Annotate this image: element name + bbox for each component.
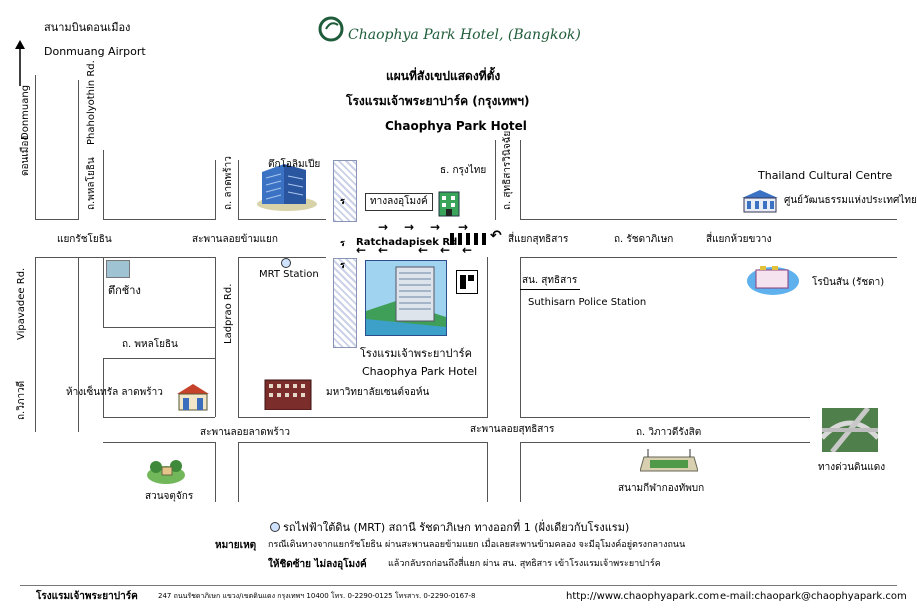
remark2-bold: ให้ชิดซ้าย ไม่ลงอุโมงค์ (268, 559, 367, 570)
footer-web[interactable]: http://www.chaophyapark.com (566, 591, 720, 602)
overpass-north (333, 160, 357, 222)
footer-hotel: โรงแรมเจ้าพระยาปาร์ค (36, 591, 138, 602)
label-donmuang-en: Donmuang (20, 84, 31, 140)
mrt-note: รถไฟฟ้าใต้ดิน (MRT) สถานี รัชดาภิเษก ทาง… (283, 521, 630, 534)
remark-label: หมายเหตุ (215, 540, 257, 551)
arrow-left-icon: ← (462, 243, 473, 257)
central-mall-icon (175, 382, 211, 412)
ratchada-marker-north: ร (340, 197, 345, 207)
arrow-up-icon (14, 40, 26, 86)
remark2-text: แล้วกลับรถก่อนถึงสี่แยก ผ่าน สน. สุทธิสา… (388, 559, 661, 569)
label-ratchadapisek-th: ถ. รัชดาภิเษก (614, 234, 674, 245)
arrow-right-icon: → (458, 220, 469, 234)
label-viphavadee-rangsit: ถ. วิภาวดีรังสิต (636, 427, 702, 438)
hotel-building-icon (365, 260, 447, 336)
underpass-sign (365, 193, 433, 211)
arrow-right-icon: → (404, 220, 415, 234)
olympia-building-icon (256, 160, 318, 212)
label-phaholyothin-th-lower: ถ. พหลโยธิน (122, 339, 178, 350)
label-vipavadee-en: Vipavadee Rd. (16, 267, 27, 340)
label-sutthisarn-th: ถ. สุทธิสารวินิจฉัย (502, 130, 513, 210)
junction-saphan-ladprao: สะพานลอยลาดพร้าว (200, 427, 290, 438)
title-en: Chaophya Park Hotel (385, 119, 527, 133)
hotel-label-th: โรงแรมเจ้าพระยาปาร์ค (360, 347, 472, 360)
footer-address: 247 ถนนรัชดาภิเษก แขวง/เขตดินแดง กรุงเทพ… (158, 592, 476, 600)
arrow-left-icon: ← (378, 243, 389, 257)
title-th-2: โรงแรมเจ้าพระยาปาร์ค (กรุงเทพฯ) (346, 94, 530, 108)
arrow-right-icon: → (430, 220, 441, 234)
label-ladprao-en: Ladprao Rd. (223, 283, 234, 344)
olympia-label: ตึกโอลิมเปีย (268, 159, 321, 170)
chatuchak-label: สวนจตุจักร (145, 491, 194, 502)
footer-email[interactable]: e-mail:chaopark@chaophyapark.com (720, 591, 907, 602)
junction-saphan-sutthisarn: สะพานลอยสุทธิสาร (470, 424, 555, 435)
hotel-label-en: Chaophya Park Hotel (362, 365, 478, 378)
expressway-label: ทางด่วนดินแดง (818, 462, 886, 473)
police-station-icon (456, 270, 478, 294)
junction-ratchayothin: แยกรัชโยธิน (57, 234, 112, 245)
arrow-left-icon: ← (440, 243, 451, 257)
label-ladprao-th: ถ. ลาดพร้าว (223, 156, 234, 210)
st-john-university-icon (264, 376, 312, 411)
label-vipavadee-th: ถ.วิภาวดี (16, 380, 27, 420)
title-th-1: แผนที่สังเขปแสดงที่ตั้ง (386, 69, 501, 83)
hotel-logo-text: Chaophya Park Hotel, (Bangkok) (348, 27, 581, 43)
police-label-en: Suthisarn Police Station (528, 297, 647, 308)
chatuchak-park-icon (146, 457, 186, 485)
mrt-station-icon (281, 258, 291, 268)
central-label: ห้างเซ็นทรัล ลาดพร้าว (66, 387, 163, 398)
hotel-logo-icon (318, 16, 344, 42)
ratchada-marker-south: ร (340, 261, 345, 271)
underpass-label: ทางลงอุโมงค์ (370, 196, 428, 207)
junction-sutthisarn: สี่แยกสุทธิสาร (508, 234, 569, 245)
mrt-station-label: MRT Station (259, 269, 319, 280)
ratchada-marker-mid: ร (340, 239, 345, 249)
remark-text: กรณีเดินทางจากแยกรัชโยธิน ผ่านสะพานลอยข้… (268, 540, 686, 550)
arrow-left-icon: ← (356, 243, 367, 257)
expressway-icon (820, 406, 880, 454)
cultural-centre-icon (740, 188, 780, 214)
label-phaholyothin-en: Phaholyothin Rd. (86, 60, 97, 145)
cultural-centre-th: ศูนย์วัฒนธรรมแห่งประเทศไทย (784, 195, 917, 206)
label-donmuang-th: ดอนเมือง (20, 135, 31, 176)
arrow-right-icon: → (378, 220, 389, 234)
junction-huai-khwang: สี่แยกห้วยขวาง (706, 234, 772, 245)
cultural-centre-en: Thailand Cultural Centre (758, 169, 893, 182)
footer-bar (20, 585, 897, 606)
bank-building-icon (438, 190, 460, 218)
robinson-mall-icon (746, 262, 800, 296)
stadium-label: สนามกีฬากองทัพบก (618, 483, 705, 494)
label-phaholyothin-th: ถ.พหลโยธิน (86, 157, 97, 210)
krungthai-label: ธ. กรุงไทย (440, 165, 487, 176)
st-john-label: มหาวิทยาลัยเซนต์จอห์น (326, 387, 430, 398)
mrt-note-icon (270, 522, 280, 532)
u-turn-icon: ↶ (490, 228, 502, 244)
police-label-th: สน. สุทธิสาร (522, 275, 578, 286)
junction-saphan-loi-kham-yaek: สะพานลอยข้ามแยก (192, 234, 278, 245)
elephant-building-label: ตึกช้าง (108, 284, 141, 297)
arrow-left-icon: ← (418, 243, 429, 257)
overpass-south (333, 258, 357, 348)
stadium-icon (639, 447, 699, 477)
label-ratchadapisek-en: Ratchadapisek Rd. (356, 237, 462, 248)
elephant-building-icon (106, 260, 130, 278)
robinson-label: โรบินสัน (รัชดา) (812, 277, 885, 288)
airport-en: Donmuang Airport (44, 45, 146, 58)
airport-th: สนามบินดอนเมือง (44, 21, 131, 34)
